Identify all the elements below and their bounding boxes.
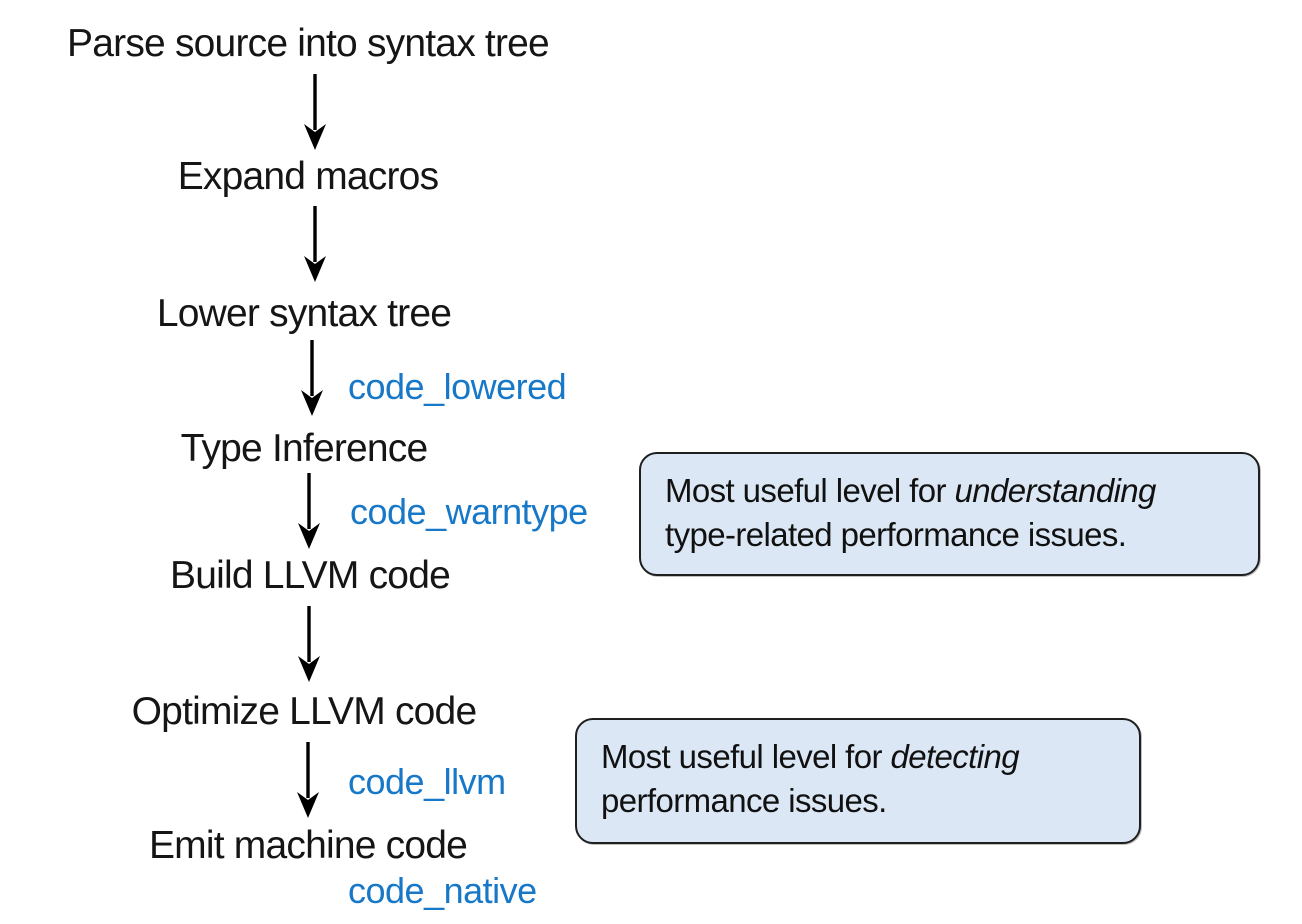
down-arrow-icon [298,473,320,549]
stage-optimize-llvm-code: Optimize LLVM code [131,690,478,733]
stage-type-inference: Type Inference [180,427,429,470]
down-arrow-icon [304,206,326,282]
code-native-label: code_native [348,870,537,911]
callout-text-prefix: Most useful level for [601,738,891,775]
stage-parse-source: Parse source into syntax tree [67,22,550,65]
callout-text-line2: performance issues. [601,782,887,819]
stage-lower-syntax-tree: Lower syntax tree [156,292,452,335]
callout-text-emphasis: detecting [890,738,1019,775]
down-arrow-icon [298,606,320,682]
code-warntype-label: code_warntype [350,491,588,532]
stage-expand-macros: Expand macros [177,155,439,198]
callout-text-line2: type-related performance issues. [665,516,1127,553]
down-arrow-icon [304,74,326,150]
code-lowered-label: code_lowered [348,366,567,407]
code-llvm-label: code_llvm [348,761,506,802]
callout-text-prefix: Most useful level for [665,472,955,509]
down-arrow-icon [301,340,323,416]
callout-understanding: Most useful level for understanding type… [639,452,1260,576]
stage-build-llvm-code: Build LLVM code [170,554,451,597]
callout-detecting: Most useful level for detecting performa… [575,718,1141,844]
down-arrow-icon [297,742,319,818]
stage-emit-machine-code: Emit machine code [148,824,468,867]
callout-text-emphasis: understanding [954,472,1156,509]
